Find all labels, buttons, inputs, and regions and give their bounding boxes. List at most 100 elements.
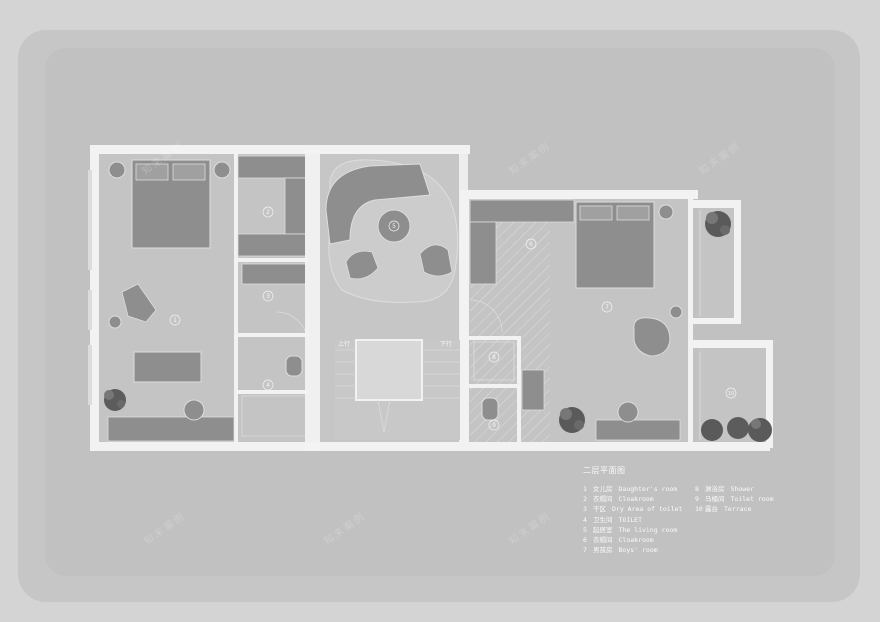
coffee-table [377,209,411,243]
legend-label-cn: 男孩房 [593,546,613,555]
sofa [133,351,202,383]
wall [460,190,698,199]
svg-text:9: 9 [492,422,496,429]
wall [238,258,308,262]
legend-item: 7 男孩房 Boys' room [583,545,682,555]
living-room-block: 上行 下行 [305,145,470,451]
room-tag-7: 7 [601,301,613,313]
legend-label-cn: 露台 [705,505,718,514]
svg-text:1: 1 [173,317,177,324]
bed-pillow [616,205,650,221]
legend-label-cn: 淋浴房 [705,485,725,493]
bed-pillow [172,163,206,181]
legend-label-en: Boys' room [618,546,658,555]
room-tag-2: 2 [262,206,274,218]
armchair [121,283,157,323]
nightstand [213,161,231,179]
svg-text:4: 4 [266,382,270,389]
legend-label-en: Cloakroom [618,536,654,545]
door-swing [469,299,503,333]
legend-number: 4 [583,515,587,524]
svg-text:6: 6 [529,241,533,248]
plant [705,211,731,237]
legend-label-en: Terrace [724,505,752,514]
stair-up-label: 上行 [338,340,350,348]
toilet [285,355,303,377]
nightstand [108,161,126,179]
plan-title: 二层平面图 [583,466,626,475]
wardrobe [469,199,575,223]
legend-label-en: Toilet room [730,495,774,504]
wardrobe [237,233,307,257]
wall [734,200,741,324]
room-tag-6: 6 [525,238,537,250]
svg-text:7: 7 [605,304,609,311]
wall [238,390,308,394]
svg-text:3: 3 [266,293,270,300]
wardrobe [284,177,307,235]
armchair [633,317,671,357]
legend-label-cn: 衣帽间 [593,536,613,545]
wall [460,190,469,450]
side-table [108,315,122,329]
wall [469,336,519,340]
legend-number: 6 [583,536,587,545]
legend-label-en: TOILET [618,515,642,524]
daughters-room-block [88,145,320,451]
wall [238,333,308,337]
desk [595,419,681,441]
toilet [481,397,499,421]
room-tag-4: 4 [262,379,274,391]
plant [104,389,126,411]
bed-pillow [579,205,613,221]
boys-room-block [460,190,770,451]
room-tag-10: 10 [725,387,737,399]
side-table [669,305,683,319]
bed-pillow [135,163,169,181]
room-tag-9: 9 [488,419,500,431]
wardrobe [237,155,307,179]
nightstand [658,204,674,220]
stair-core [355,339,423,401]
wall [469,384,519,388]
wall [305,442,470,451]
wall [693,318,741,324]
desk-chair [183,399,205,421]
legend-label-cn: 女儿房 [593,485,613,493]
vanity [241,263,307,285]
lounge-chair [345,250,379,280]
legend-item: 4 卫生间 TOILET [583,515,682,525]
legend-label-cn: 马桶间 [705,495,725,504]
wardrobe [469,221,497,285]
legend-label-cn: 干区 [593,505,606,514]
plant [559,407,585,433]
wall [517,336,521,442]
stair-down-label: 下行 [440,340,452,348]
legend-label-en: Cloakroom [618,495,654,504]
svg-text:8: 8 [492,354,496,361]
legend-number: 7 [583,546,587,555]
wall [693,340,773,348]
legend-label-en: Dry Area of toilet [612,505,683,514]
wall [90,145,99,451]
legend-label-en: Daughter's room [618,485,678,493]
legend-label-cn: 卫生间 [593,515,613,524]
wall [766,340,773,448]
legend-number: 5 [583,525,587,534]
legend-number: 10 [695,505,703,514]
legend-number: 8 [695,485,699,493]
svg-text:5: 5 [392,223,396,230]
shower-tray [473,341,515,381]
svg-text:2: 2 [266,209,270,216]
wall [90,145,320,154]
